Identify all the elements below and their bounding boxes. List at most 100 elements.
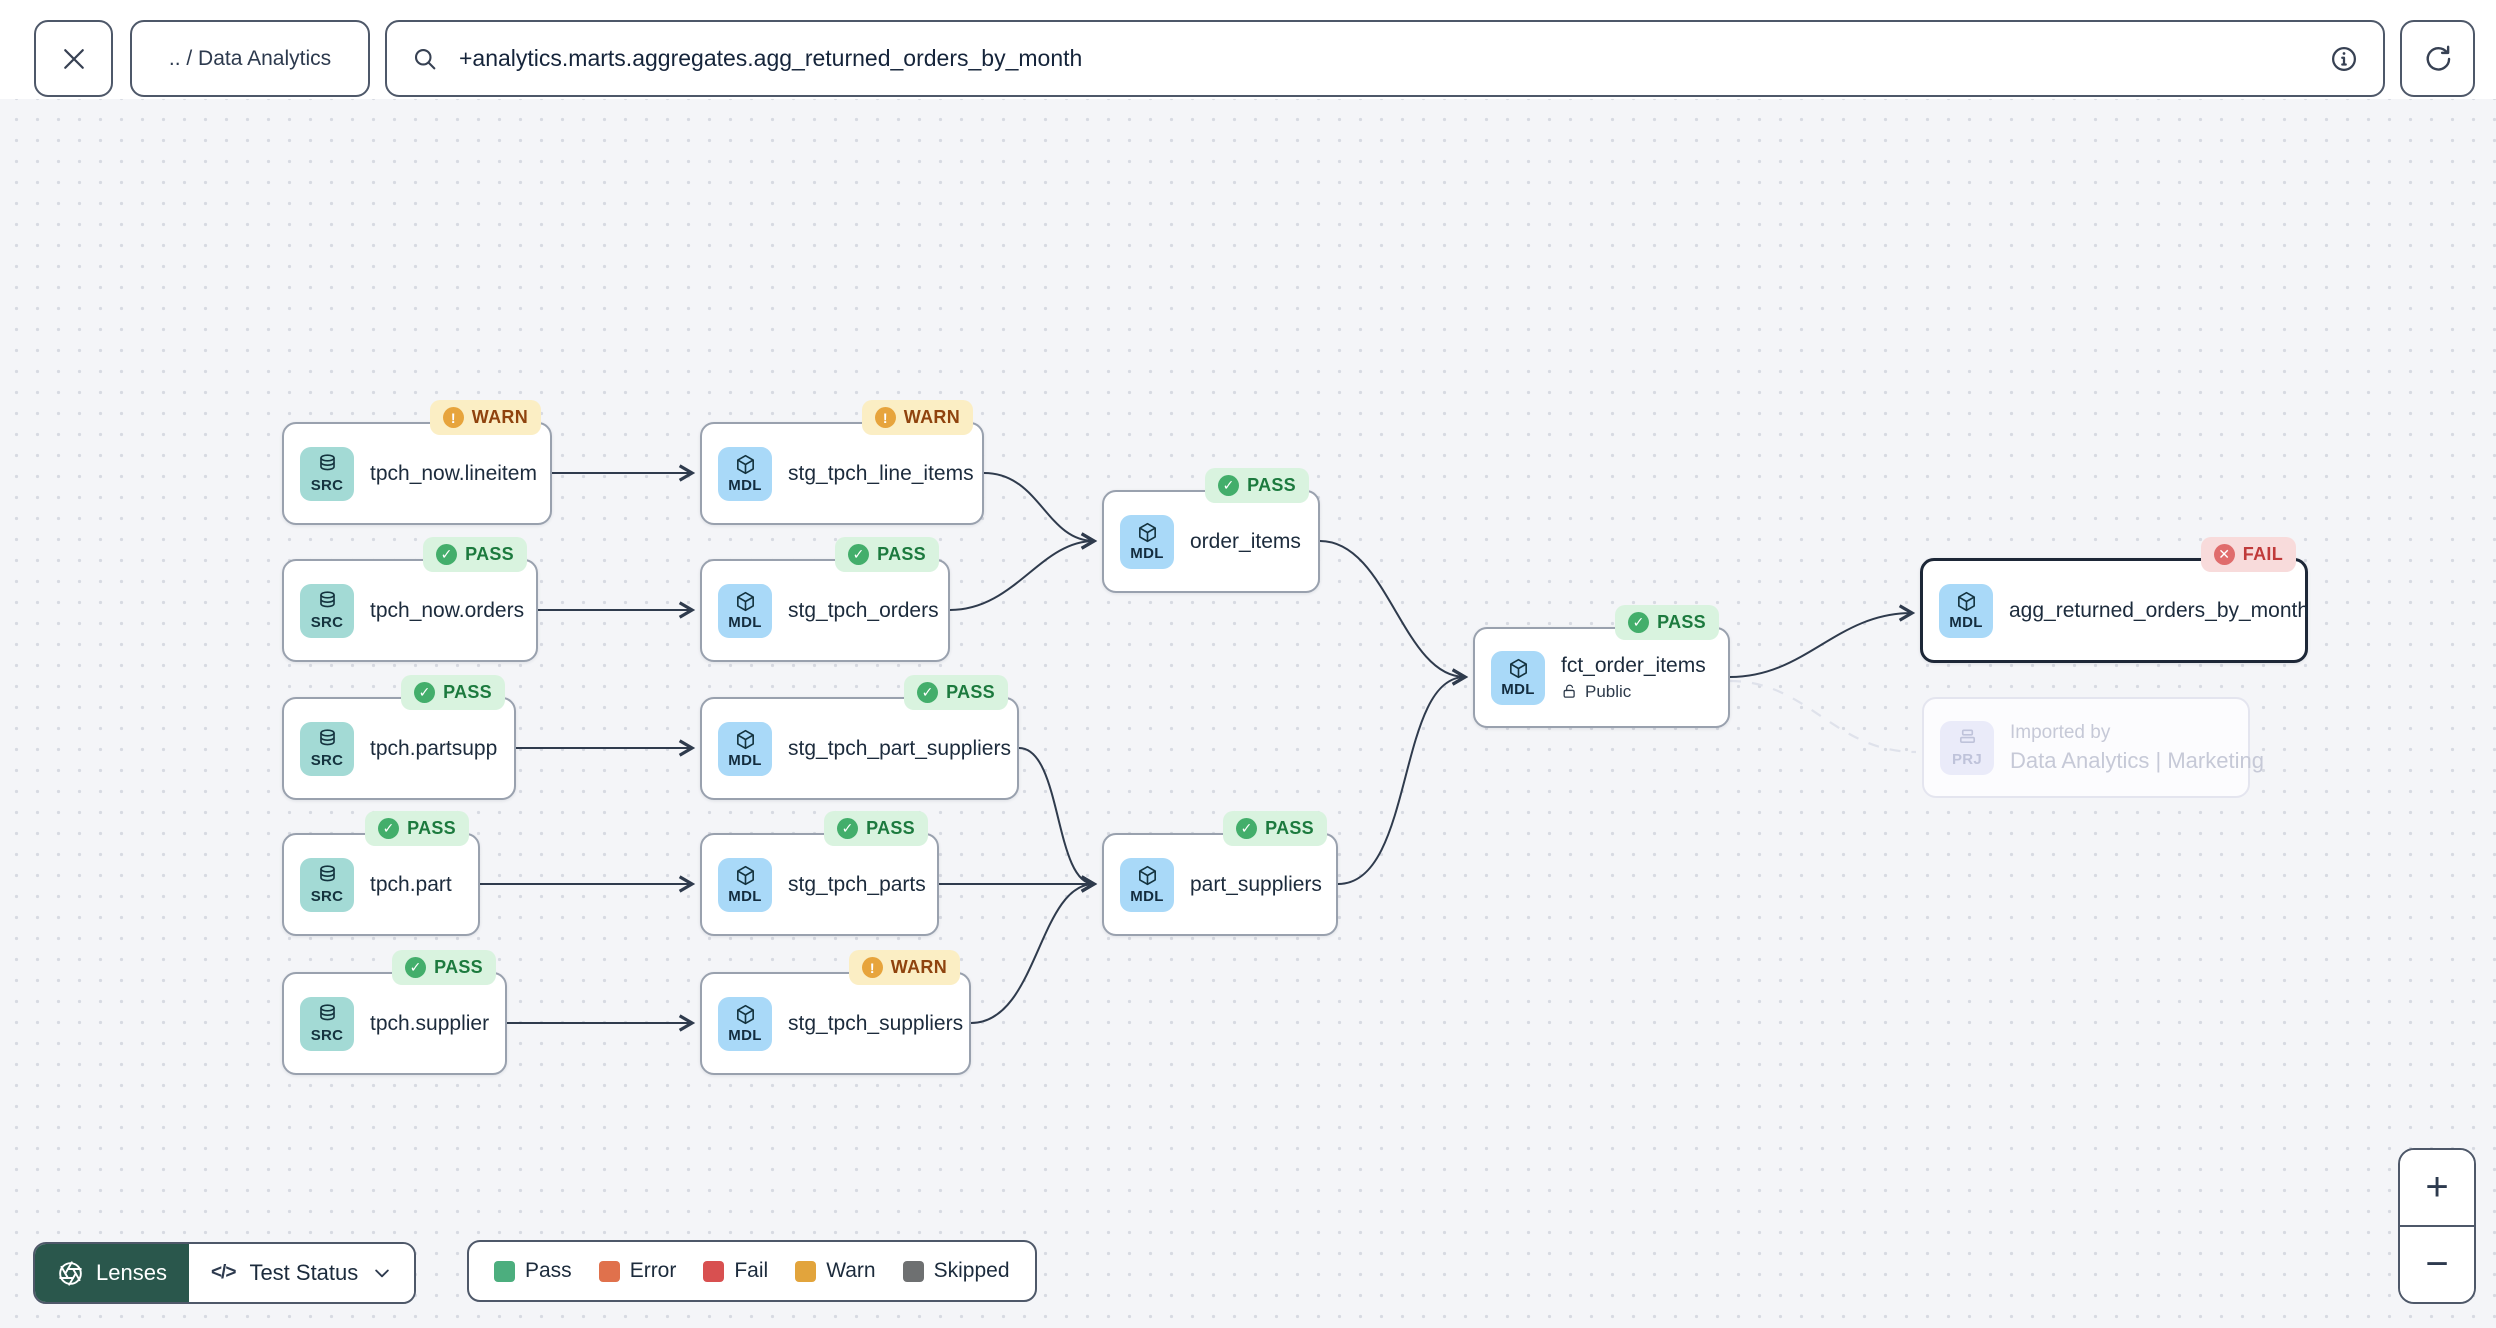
legend-item-skipped: Skipped <box>902 1259 1010 1283</box>
status-badge: !WARN <box>848 950 960 985</box>
warn-swatch <box>795 1260 817 1282</box>
database-icon <box>316 453 339 476</box>
imported-project-name: Data Analytics | Marketing <box>2010 747 2264 773</box>
node-stg-tpch-suppliers[interactable]: !WARN MDL stg_tpch_suppliers <box>700 950 971 1075</box>
check-icon: ✓ <box>405 957 427 978</box>
node-label: tpch_now.orders <box>370 598 525 622</box>
node-label: fct_order_items <box>1561 653 1706 677</box>
node-tpch-now-lineitem[interactable]: !WARN SRC tpch_now.lineitem <box>282 400 552 525</box>
status-badge: !WARN <box>429 400 541 435</box>
fail-swatch <box>703 1260 725 1282</box>
node-label: tpch_now.lineitem <box>370 461 537 485</box>
status-badge: ✓PASS <box>1205 468 1309 503</box>
status-badge: ✓PASS <box>401 675 505 710</box>
status-badge: ✓PASS <box>392 950 496 985</box>
node-fct-order-items[interactable]: ✓PASS MDL fct_order_items Public <box>1473 605 1730 728</box>
model-type-icon: MDL <box>1120 857 1174 912</box>
info-icon[interactable] <box>2329 44 2359 74</box>
check-icon: ✓ <box>1218 475 1240 496</box>
cube-icon <box>734 453 757 476</box>
database-icon <box>316 1003 339 1026</box>
cube-icon <box>734 864 757 887</box>
check-icon: ✓ <box>436 544 458 565</box>
top-bar: .. / Data Analytics <box>0 0 2496 99</box>
node-tpch-supplier[interactable]: ✓PASS SRC tpch.supplier <box>282 950 507 1075</box>
node-agg-returned-orders-by-month[interactable]: ✕FAIL MDL agg_returned_orders_by_month <box>1920 537 2309 663</box>
model-type-icon: MDL <box>718 996 772 1051</box>
source-type-icon: SRC <box>300 857 354 912</box>
node-stg-tpch-line-items[interactable]: !WARN MDL stg_tpch_line_items <box>700 400 984 525</box>
cube-icon <box>1955 590 1978 613</box>
cube-icon <box>734 728 757 751</box>
archive-box-icon <box>1956 727 1979 750</box>
legend-item-error: Error <box>598 1259 676 1283</box>
node-stg-tpch-orders[interactable]: ✓PASS MDL stg_tpch_orders <box>700 537 950 662</box>
code-icon: </> <box>210 1262 237 1283</box>
lock-open-icon <box>1561 683 1578 700</box>
lenses-button[interactable]: Lenses <box>35 1244 189 1302</box>
model-type-icon: MDL <box>1491 650 1545 705</box>
cube-icon <box>734 1003 757 1026</box>
node-tpch-part[interactable]: ✓PASS SRC tpch.part <box>282 811 480 936</box>
skipped-swatch <box>902 1260 924 1282</box>
source-type-icon: SRC <box>300 583 354 638</box>
database-icon <box>316 590 339 613</box>
fail-icon: ✕ <box>2213 544 2235 565</box>
zoom-out-button[interactable]: − <box>2400 1225 2474 1302</box>
close-button[interactable] <box>34 20 113 97</box>
node-label: order_items <box>1190 529 1301 553</box>
pass-swatch <box>494 1260 515 1282</box>
node-tpch-now-orders[interactable]: ✓PASS SRC tpch_now.orders <box>282 537 538 662</box>
model-type-icon: MDL <box>718 446 772 501</box>
cube-icon <box>1507 657 1530 680</box>
node-imported-by-project[interactable]: PRJ Imported by Data Analytics | Marketi… <box>1922 697 2264 798</box>
project-type-icon: PRJ <box>1940 720 1994 775</box>
node-tpch-partsupp[interactable]: ✓PASS SRC tpch.partsupp <box>282 675 516 800</box>
model-type-icon: MDL <box>718 857 772 912</box>
status-badge: ✓PASS <box>824 811 928 846</box>
status-badge: ✕FAIL <box>2200 537 2296 572</box>
zoom-controls: + − <box>2398 1148 2476 1304</box>
model-type-icon: MDL <box>1939 583 1993 638</box>
legend-item-fail: Fail <box>703 1259 768 1283</box>
warn-icon: ! <box>861 957 883 978</box>
status-badge: ✓PASS <box>904 675 1008 710</box>
zoom-in-button[interactable]: + <box>2400 1150 2474 1225</box>
access-label: Public <box>1561 682 1706 702</box>
status-badge: ✓PASS <box>1223 811 1327 846</box>
test-status-legend: Pass Error Fail Warn Skipped <box>467 1240 1037 1302</box>
check-icon: ✓ <box>1236 818 1258 839</box>
breadcrumb-label: .. / Data Analytics <box>168 46 332 70</box>
check-icon: ✓ <box>848 544 870 565</box>
source-type-icon: SRC <box>300 721 354 776</box>
aperture-icon <box>59 1260 82 1286</box>
lens-control: Lenses </> Test Status <box>33 1242 417 1304</box>
warn-icon: ! <box>442 407 464 428</box>
node-order-items[interactable]: ✓PASS MDL order_items <box>1102 468 1320 593</box>
node-label: stg_tpch_suppliers <box>788 1011 964 1035</box>
error-swatch <box>598 1260 620 1282</box>
model-type-icon: MDL <box>1120 514 1174 569</box>
warn-icon: ! <box>874 407 896 428</box>
database-icon <box>316 864 339 887</box>
search-input[interactable] <box>457 44 2311 73</box>
node-label: part_suppliers <box>1190 872 1322 896</box>
node-stg-tpch-part-suppliers[interactable]: ✓PASS MDL stg_tpch_part_suppliers <box>700 675 1019 800</box>
source-type-icon: SRC <box>300 446 354 501</box>
node-stg-tpch-parts[interactable]: ✓PASS MDL stg_tpch_parts <box>700 811 939 936</box>
check-icon: ✓ <box>378 818 400 839</box>
node-part-suppliers[interactable]: ✓PASS MDL part_suppliers <box>1102 811 1338 936</box>
cube-icon <box>1136 521 1159 544</box>
refresh-icon <box>2426 45 2450 71</box>
lens-selector-dropdown[interactable]: </> Test Status <box>188 1244 415 1302</box>
breadcrumb[interactable]: .. / Data Analytics <box>130 20 370 97</box>
status-badge: ✓PASS <box>835 537 939 572</box>
legend-item-warn: Warn <box>795 1259 876 1283</box>
refresh-button[interactable] <box>2400 20 2475 97</box>
source-type-icon: SRC <box>300 996 354 1051</box>
chevron-down-icon <box>375 1269 390 1278</box>
cube-icon <box>734 590 757 613</box>
lens-selected-label: Test Status <box>249 1260 359 1285</box>
node-label: tpch.part <box>370 872 452 896</box>
cube-icon <box>1136 864 1159 887</box>
